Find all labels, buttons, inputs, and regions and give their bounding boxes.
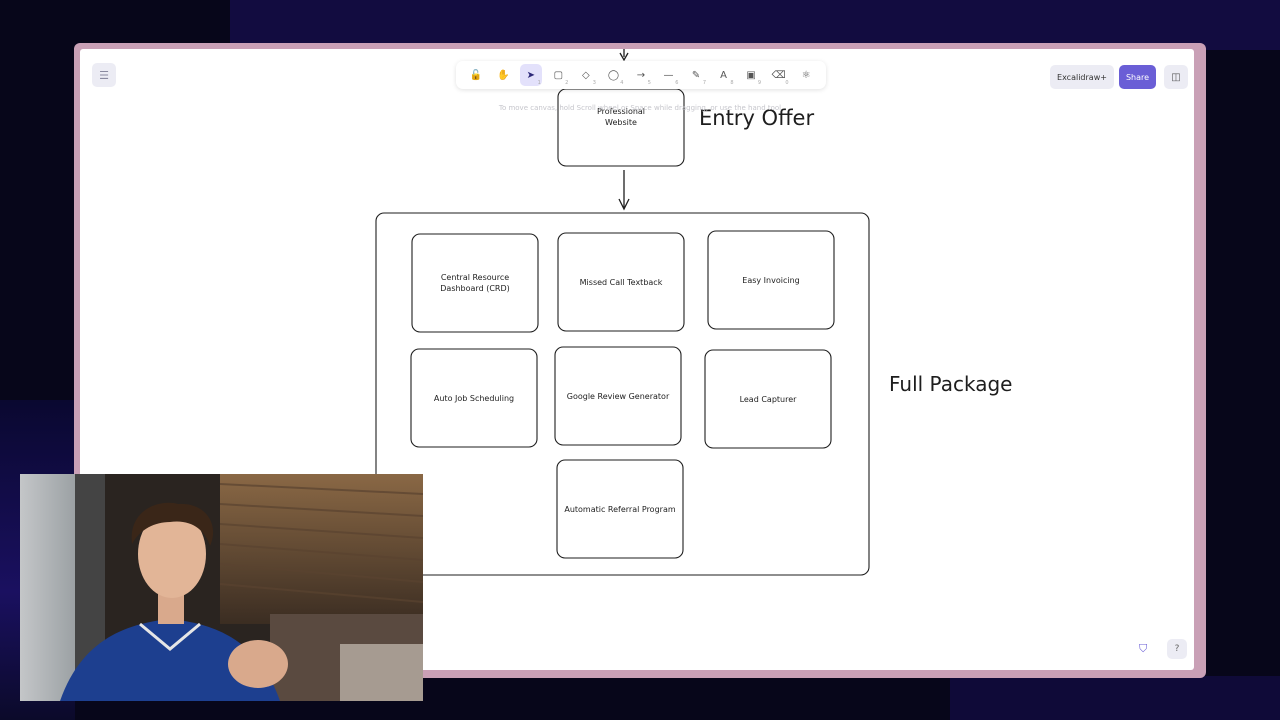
ellipse-icon: ◯ (607, 69, 620, 81)
tool-lock[interactable]: 🔓 (465, 64, 487, 86)
tool-rectangle[interactable]: ▢2 (547, 64, 569, 87)
tool-shortcut: 7 (702, 80, 707, 86)
tool-shortcut: 0 (785, 80, 789, 86)
share-button[interactable]: Share (1119, 65, 1156, 89)
package-box-7[interactable] (556, 459, 684, 559)
tool-pencil[interactable]: ✎7 (685, 64, 707, 87)
rectangle-icon: ▢ (553, 69, 564, 81)
sidebar-toggle-button[interactable]: ◫ (1164, 65, 1188, 89)
entry-offer-label[interactable]: Entry Offer (699, 106, 814, 130)
full-package-label[interactable]: Full Package (889, 372, 1012, 396)
diagram[interactable]: Professional Website Entry Offer Central… (80, 49, 1194, 670)
package-box-5[interactable] (554, 346, 682, 446)
arrow-icon: → (636, 69, 646, 81)
package-box-1-line2: Dashboard (CRD) (440, 284, 510, 293)
webcam-picture (20, 474, 423, 701)
background-glow-top (230, 0, 1280, 50)
package-box-4-line1: Auto Job Scheduling (434, 394, 514, 403)
tool-image[interactable]: ▣9 (740, 64, 762, 87)
top-box-line1: Professional (597, 107, 645, 116)
pencil-icon: ✎ (691, 69, 701, 81)
tool-shortcut: 1 (537, 80, 541, 86)
tool-shortcut: 5 (647, 80, 651, 86)
top-box-line2: Website (605, 118, 637, 127)
tool-shortcut: 9 (757, 80, 762, 86)
package-box-7-line1: Automatic Referral Program (564, 505, 675, 514)
canvas-hint: To move canvas, hold Scroll wheel or Spa… (498, 104, 782, 112)
tool-diamond[interactable]: ◇3 (575, 64, 597, 87)
package-box-6[interactable] (704, 349, 832, 449)
excalidraw-plus-button[interactable]: Excalidraw+ (1050, 65, 1114, 89)
tool-shortcut: 3 (592, 80, 596, 86)
tool-arrow[interactable]: →5 (630, 64, 652, 87)
pointer-icon: ➤ (526, 69, 536, 81)
package-box-1-line1: Central Resource (441, 273, 509, 282)
professional-website-box[interactable] (557, 88, 685, 167)
tool-ellipse[interactable]: ◯4 (602, 64, 624, 87)
package-box-2-line1: Missed Call Textback (580, 278, 663, 287)
image-icon: ▣ (746, 69, 756, 81)
package-box-3-line1: Easy Invoicing (742, 276, 799, 285)
tool-library[interactable]: ⚛ (795, 64, 817, 86)
webcam-overlay (20, 474, 423, 701)
tool-hand[interactable]: ✋ (492, 64, 514, 86)
shield-icon[interactable]: ⛉ (1139, 642, 1148, 655)
eraser-icon: ⌫ (771, 69, 786, 81)
full-package-container[interactable] (375, 212, 870, 576)
background-glow-bottom (950, 676, 1280, 720)
tool-eraser[interactable]: ⌫0 (768, 64, 790, 87)
lock-icon: 🔓 (469, 69, 482, 81)
line-icon: — (663, 69, 674, 81)
diamond-icon: ◇ (582, 69, 590, 81)
main-menu-button[interactable]: ☰ (92, 63, 116, 87)
library-icon: ⚛ (801, 69, 811, 81)
package-box-1[interactable] (411, 233, 539, 333)
tool-shortcut: 4 (620, 80, 624, 86)
package-box-5-line1: Google Review Generator (567, 392, 670, 401)
sidebar-icon: ◫ (1171, 71, 1181, 83)
hamburger-icon: ☰ (99, 68, 109, 82)
hand-icon: ✋ (497, 69, 510, 81)
tool-shortcut: 6 (675, 80, 679, 86)
package-box-3[interactable] (707, 230, 835, 330)
tool-line[interactable]: —6 (657, 64, 679, 87)
help-icon: ? (1174, 644, 1180, 654)
text-icon: A (720, 69, 727, 81)
tool-shortcut: 2 (565, 80, 569, 86)
package-box-2[interactable] (557, 232, 685, 332)
package-box-6-line1: Lead Capturer (740, 395, 798, 404)
tool-pointer[interactable]: ➤1 (519, 64, 542, 86)
package-box-4[interactable] (410, 348, 538, 448)
help-button[interactable]: ? (1167, 639, 1187, 659)
arrow-head-top (619, 52, 629, 62)
tool-shortcut: 8 (730, 80, 734, 86)
arrow-head-middle (618, 198, 630, 211)
